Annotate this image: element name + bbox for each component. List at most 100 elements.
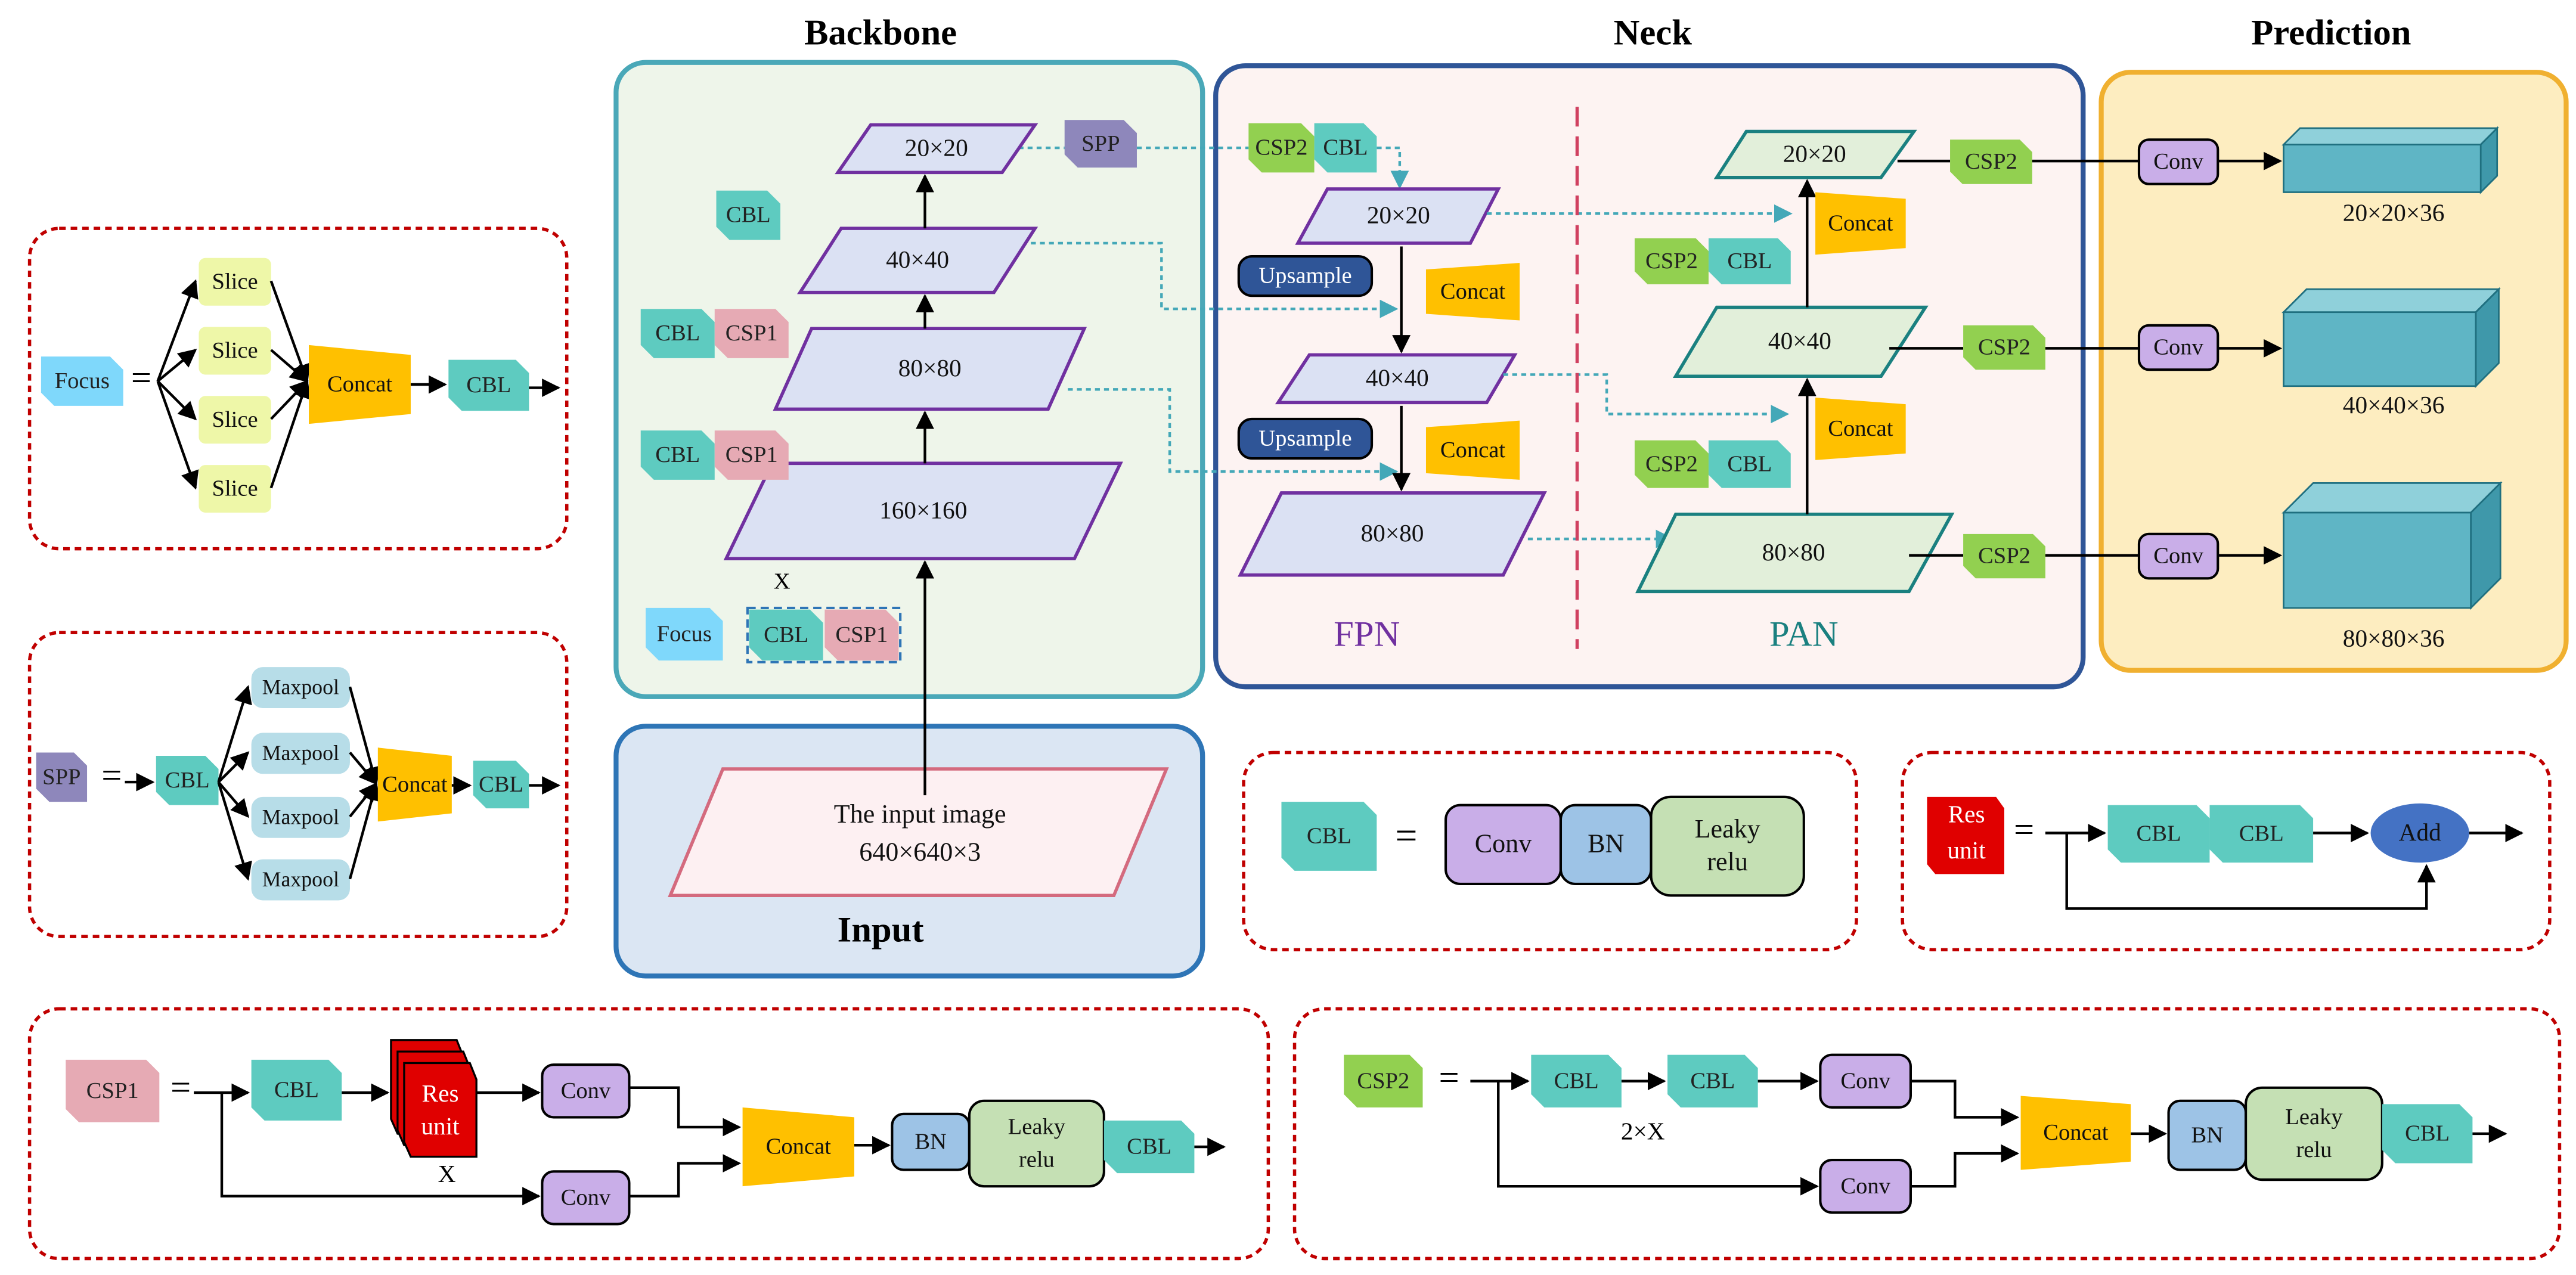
pan-map-20-shape — [1713, 129, 1917, 179]
output-tensor-2-top — [2281, 482, 2503, 514]
csp2-block-label: CSP2 — [1965, 149, 2017, 174]
cbl-block: CBL — [640, 309, 715, 358]
conv-block-label: Conv — [1840, 1068, 1890, 1093]
focus-block-shape — [646, 607, 723, 661]
cbl-block: CBL — [1708, 440, 1791, 488]
pan-map-80-label: 80×80 — [1762, 538, 1825, 566]
conv-block: Conv — [1819, 1158, 1912, 1214]
dotted-link — [1377, 146, 1409, 190]
cbl-block: CBL — [1314, 123, 1377, 173]
output-tensor-1-front — [2283, 311, 2477, 387]
input-image-label: The input image — [834, 799, 1006, 829]
backbone-map-20-shape — [835, 123, 1039, 175]
csp2-block-label: CSP2 — [1645, 451, 1698, 476]
csp2-block: CSP2 — [1344, 1054, 1423, 1108]
csp1-block-shape — [824, 609, 899, 661]
concat-block-label: Concat — [1440, 279, 1506, 304]
output-tensor-2-front — [2283, 511, 2472, 609]
cbl-block-shape — [1531, 1054, 1622, 1108]
conv-block-label: Conv — [2153, 544, 2203, 569]
bn-block: BN — [1559, 804, 1653, 886]
cbl-block-shape — [448, 359, 529, 411]
concat-block: Concat — [1815, 398, 1906, 460]
cbl-block-shape — [1103, 1120, 1195, 1174]
concat-block-shape — [1425, 263, 1520, 321]
slice-block: Slice — [199, 327, 271, 375]
focus-block-label: Focus — [657, 622, 712, 647]
bn-block-label: BN — [2191, 1122, 2224, 1147]
csp2-block-label: CSP2 — [1978, 335, 2031, 360]
output-tensor-2 — [2281, 481, 2503, 610]
backbone-map-80-shape — [773, 327, 1087, 411]
upsample-block: Upsample — [1237, 417, 1374, 460]
spp-block-label: SPP — [42, 764, 80, 789]
maxpool-block-shape — [251, 667, 350, 709]
cbl-block-shape — [1708, 238, 1791, 284]
fpn-map-40-label: 40×40 — [1366, 364, 1429, 392]
conv-block: Conv — [541, 1170, 631, 1226]
pan-map-40-shape — [1673, 305, 1929, 378]
fpn-map-20-shape — [1295, 187, 1501, 245]
csp1-block-label: CSP1 — [726, 442, 778, 467]
slice-block-shape — [199, 396, 271, 444]
csp1-block: CSP1 — [824, 609, 899, 661]
arrow — [156, 380, 199, 490]
slice-block: Slice — [199, 396, 271, 444]
cbl-block-shape — [2209, 805, 2314, 863]
fpn-map-20-label: 20×20 — [1367, 201, 1430, 229]
bn-block-label: BN — [915, 1129, 947, 1154]
slice-block-label: Slice — [212, 338, 258, 363]
cbl-block-label: CBL — [274, 1078, 319, 1103]
output-tensor-1-top — [2281, 288, 2501, 314]
cbl-block-label: CBL — [2405, 1121, 2450, 1146]
csp2-block-label: CSP2 — [1645, 249, 1698, 274]
backbone-map-40-label: 40×40 — [886, 246, 949, 273]
conv-block: Conv — [1819, 1053, 1912, 1109]
maxpool-block-shape — [251, 859, 350, 901]
leaky-relu-block-label-2: relu — [2296, 1137, 2332, 1162]
cbl-block-shape — [1314, 123, 1377, 173]
csp2-block-shape — [1634, 238, 1709, 284]
dotted-link — [1022, 241, 1399, 318]
backbone-map-20: 20×20 — [835, 123, 1039, 175]
equals-sign: = — [101, 755, 122, 795]
cbl-block-shape — [2107, 805, 2210, 863]
arrow — [1497, 1081, 1819, 1196]
concat-block: Concat — [377, 747, 452, 822]
cbl-block-shape — [2382, 1104, 2473, 1164]
arrow — [629, 1154, 742, 1198]
concat-block-label: Concat — [1440, 438, 1506, 463]
concat-block-label: Concat — [2043, 1120, 2109, 1145]
concat-block: Concat — [1425, 420, 1520, 480]
bn-block: BN — [891, 1112, 971, 1171]
csp2-block-shape — [1248, 123, 1315, 173]
conv-block: Conv — [2137, 532, 2219, 580]
output-tensor-0-top — [2281, 127, 2500, 145]
arrow — [217, 751, 250, 783]
csp1-block-label: CSP1 — [86, 1078, 139, 1103]
arrow — [217, 781, 252, 881]
cbl-block-label: CBL — [2137, 821, 2181, 846]
backbone-map-80-label: 80×80 — [898, 354, 962, 381]
spp-block: SPP — [36, 752, 88, 802]
pan-map-80: 80×80 — [1635, 513, 1955, 594]
arrow — [156, 380, 197, 421]
concat-block: Concat — [1425, 263, 1520, 321]
backbone-title: Backbone — [804, 13, 957, 53]
slice-block-shape — [199, 327, 271, 375]
concat-block-shape — [1425, 420, 1520, 480]
backbone-map-160-shape — [723, 461, 1123, 560]
cbl-block-shape — [716, 190, 780, 240]
output-size-label: 80×80×36 — [2343, 624, 2445, 652]
slice-block-shape — [199, 258, 271, 306]
equals-sign: = — [1395, 814, 1417, 858]
repeat-x-label: X — [438, 1160, 456, 1187]
arrow — [157, 349, 197, 383]
fpn-map-40: 40×40 — [1275, 353, 1518, 405]
cbl-block-shape — [1281, 802, 1377, 871]
csp2-block: CSP2 — [1950, 139, 2032, 184]
csp1-block: CSP1 — [66, 1059, 160, 1122]
